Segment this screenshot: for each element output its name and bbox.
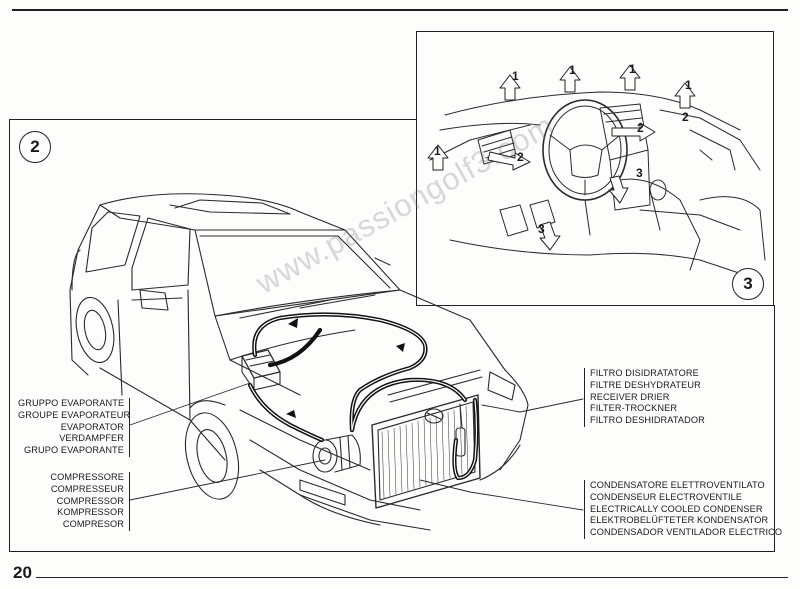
label-evaporator-es: GRUPO EVAPORANTE (24, 445, 124, 456)
label-compressor: COMPRESSORE COMPRESSEUR COMPRESSOR KOMPR… (18, 472, 130, 531)
label-condenser-de: ELEKTROBELÜFTETER KONDENSATOR (590, 515, 769, 526)
label-receiver-drier-it: FILTRO DISIDRATATORE (590, 368, 699, 378)
top-rule (12, 9, 788, 11)
inset-airflow-arrows (427, 64, 696, 251)
inset-callout-center-left: 2 (517, 150, 524, 164)
inset-callout-center-right: 2 (637, 121, 644, 135)
condenser (371, 394, 481, 509)
inset-callout-vent-upper: 1 (512, 69, 519, 83)
figure-frame-top (9, 119, 416, 121)
evaporator-unit (241, 349, 281, 391)
label-condenser: CONDENSATORE ELETTROVENTILATO CONDENSEUR… (584, 480, 782, 539)
inset-callout-footwell-left: 3 (538, 222, 545, 236)
inset-callout-side-right: 1 (685, 78, 692, 92)
flow-arrows (286, 318, 405, 418)
label-receiver-drier-en: RECEIVER DRIER (590, 391, 670, 402)
figure-frame-right (774, 305, 776, 552)
label-condenser-it: CONDENSATORE ELETTROVENTILATO (590, 480, 765, 490)
label-compressor-it: COMPRESSORE (50, 472, 124, 482)
inset-callout-vent-upper-3: 1 (629, 62, 636, 76)
car-outline (69, 193, 529, 531)
figure-frame-bottom (9, 551, 775, 553)
inset-callout-footwell-right: 3 (636, 166, 643, 180)
page-number: 20 (13, 563, 32, 582)
label-receiver-drier-fr: FILTRE DESHYDRATEUR (590, 379, 701, 390)
label-evaporator-fr: GROUPE EVAPORATEUR (18, 409, 131, 420)
figure-2-badge: 2 (19, 131, 51, 163)
label-evaporator-it: GRUPPO EVAPORANTE (18, 398, 125, 408)
refrigerant-hoses (247, 312, 479, 481)
label-compressor-de: KOMPRESSOR (57, 507, 124, 518)
label-condenser-fr: CONDENSEUR ELECTROVENTILE (590, 491, 743, 502)
leader-lines (129, 382, 584, 511)
bottom-rule (36, 577, 788, 579)
inset-callout-dash-right: 2 (682, 110, 689, 124)
label-evaporator-de: VERDAMPFER (59, 433, 124, 444)
inset-dashboard-drawing (429, 91, 766, 281)
label-evaporator-en: EVAPORATOR (60, 421, 124, 432)
compressor-unit (312, 434, 361, 473)
label-compressor-es: COMPRESOR (62, 519, 124, 530)
figure-frame-left (9, 119, 11, 552)
figure-3-badge: 3 (732, 268, 764, 300)
label-condenser-es: CONDENSADOR VENTILADOR ELECTRICO (590, 527, 783, 538)
inset-callout-vent-upper-2: 1 (569, 63, 576, 77)
label-receiver-drier: FILTRO DISIDRATATORE FILTRE DESHYDRATEUR… (584, 368, 705, 427)
label-receiver-drier-de: FILTER-TROCKNER (590, 403, 678, 414)
label-receiver-drier-es: FILTRO DESHIDRATADOR (590, 415, 705, 426)
label-compressor-en: COMPRESSOR (56, 495, 124, 506)
label-condenser-en: ELECTRICALLY COOLED CONDENSER (590, 503, 763, 514)
inset-figure-frame (416, 31, 774, 306)
label-compressor-fr: COMPRESSEUR (50, 483, 124, 494)
label-evaporator: GRUPPO EVAPORANTE GROUPE EVAPORATEUR EVA… (18, 398, 130, 457)
inset-callout-side-left: 1 (434, 144, 441, 158)
